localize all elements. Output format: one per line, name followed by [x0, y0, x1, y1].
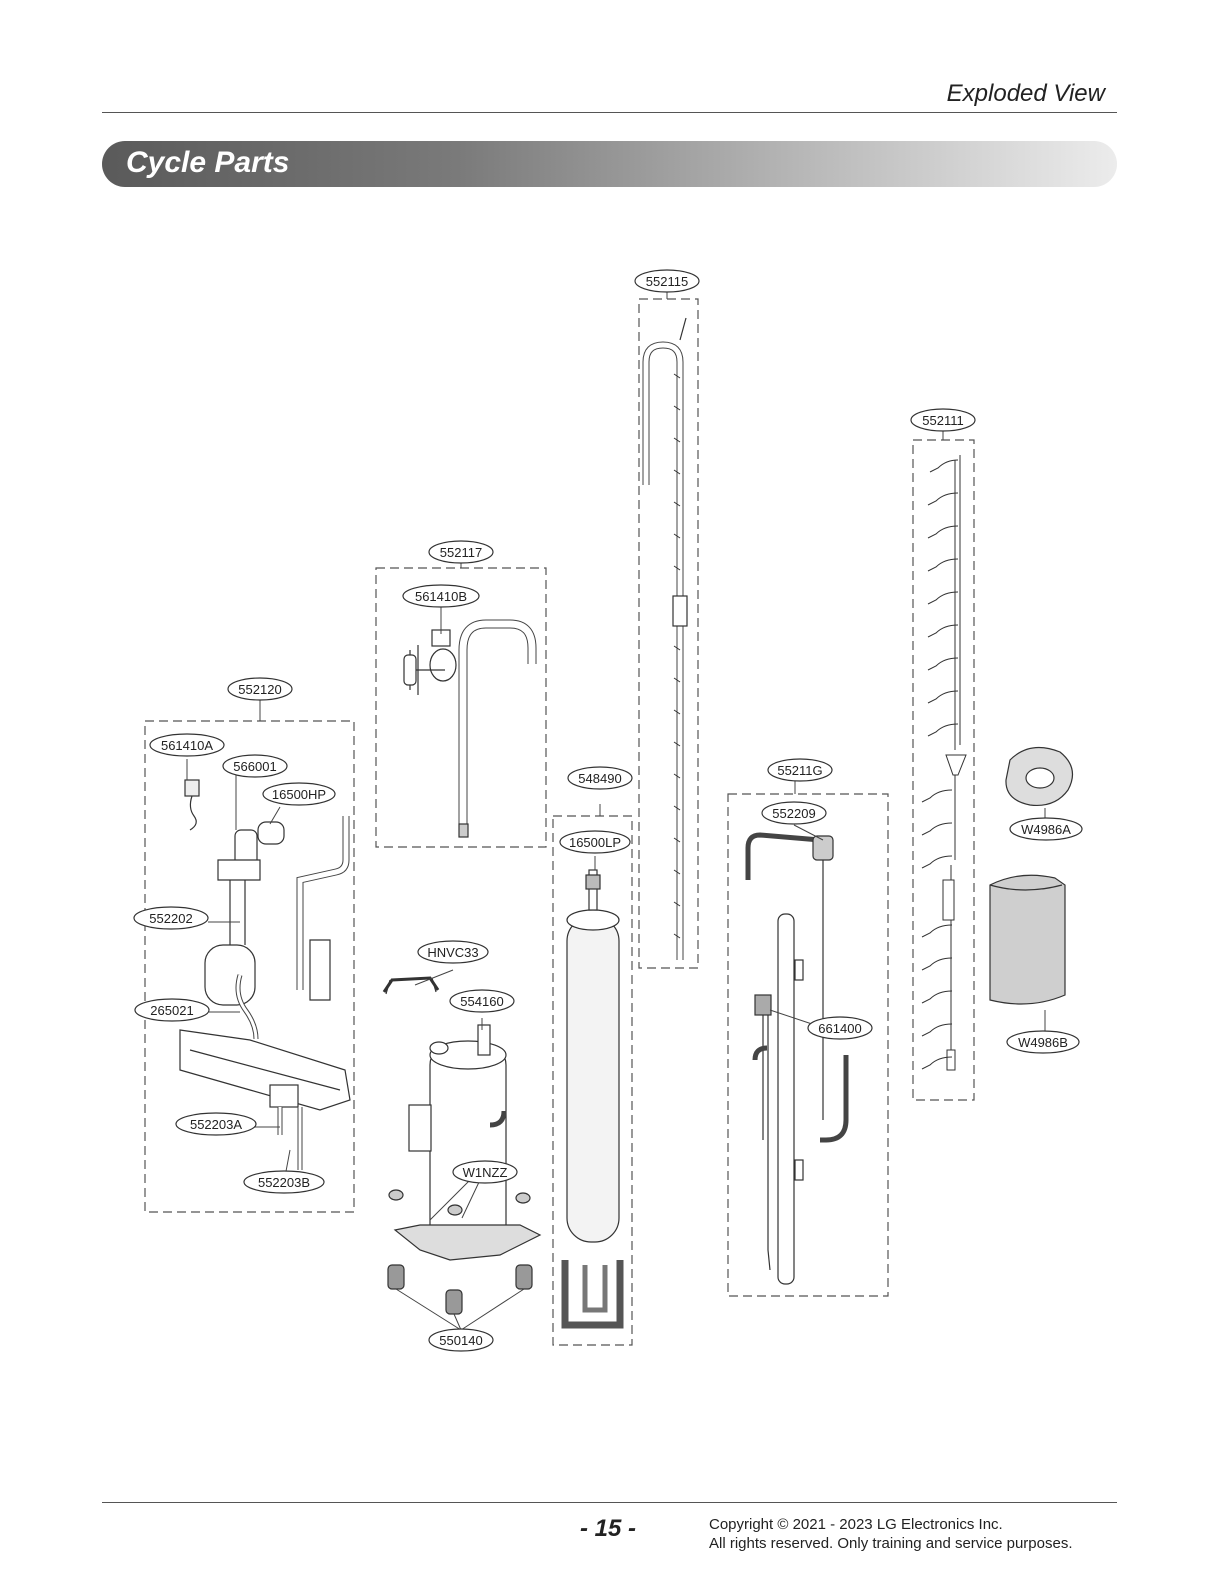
svg-text:561410A: 561410A [161, 738, 213, 753]
svg-text:552111: 552111 [922, 413, 963, 428]
callout-561410A: 561410A [149, 733, 225, 757]
callout-552115: 552115 [634, 269, 700, 293]
svg-text:552120: 552120 [238, 682, 281, 697]
callout-554160: 554160 [449, 989, 515, 1013]
svg-text:552115: 552115 [646, 274, 688, 289]
band-title: Cycle Parts [126, 146, 290, 179]
callout-265021: 265021 [134, 998, 210, 1022]
callout-550140: 550140 [428, 1328, 494, 1352]
svg-text:661400: 661400 [818, 1021, 861, 1036]
assembly-552117-drawing [403, 619, 537, 838]
callout-552117: 552117 [428, 540, 494, 564]
svg-text:566001: 566001 [233, 759, 276, 774]
assembly-55211G-drawing [745, 832, 849, 1285]
header-rule [102, 112, 1117, 113]
section-title: Exploded View [946, 80, 1105, 107]
callout-552202: 552202 [133, 906, 209, 930]
box-548490 [552, 815, 633, 1346]
callout-661400: 661400 [807, 1016, 873, 1040]
svg-text:265021: 265021 [150, 1003, 193, 1018]
compressor-554160-drawing [387, 1024, 542, 1315]
callout-548490: 548490 [567, 766, 633, 790]
tube-552115-drawing [642, 317, 688, 960]
coil-552111-drawing [921, 455, 967, 1071]
svg-text:552203A: 552203A [190, 1117, 242, 1132]
callout-552209: 552209 [761, 801, 827, 825]
page-number: - 15 - [580, 1515, 637, 1542]
callouts: 552115 552111 552117 561410B 552120 5614… [133, 269, 1083, 1352]
svg-text:552202: 552202 [149, 911, 192, 926]
box-552115 [638, 298, 699, 969]
callout-552203A: 552203A [175, 1112, 257, 1136]
callout-561410B: 561410B [402, 584, 480, 608]
svg-text:W4986A: W4986A [1021, 822, 1071, 837]
svg-text:HNVC33: HNVC33 [427, 945, 478, 960]
insulation-W4986A-drawing [1005, 746, 1074, 807]
callout-16500HP: 16500HP [262, 782, 336, 806]
bracket-HNVC33-drawing [382, 976, 440, 995]
callout-W1NZZ: W1NZZ [452, 1160, 518, 1184]
svg-text:548490: 548490 [578, 771, 621, 786]
callout-W4986B: W4986B [1006, 1030, 1080, 1054]
box-55211G [727, 793, 889, 1297]
callout-552111: 552111 [910, 408, 976, 432]
box-552120 [144, 720, 355, 1213]
svg-text:552203B: 552203B [258, 1175, 310, 1190]
footer-rule [102, 1502, 1117, 1503]
svg-text:55211G: 55211G [777, 763, 822, 778]
section-band: Cycle Parts [102, 141, 1117, 187]
insulation-W4986B-drawing [989, 874, 1066, 1005]
svg-text:W4986B: W4986B [1018, 1035, 1068, 1050]
callout-HNVC33: HNVC33 [417, 940, 489, 964]
svg-text:552117: 552117 [440, 545, 482, 560]
copyright: Copyright © 2021 - 2023 LG Electronics I… [709, 1515, 1073, 1553]
callout-W4986A: W4986A [1009, 817, 1083, 841]
leader-lines [186, 292, 1046, 1331]
assembly-552120-drawing [179, 779, 351, 1170]
callout-552120: 552120 [227, 677, 293, 701]
copyright-line-1: Copyright © 2021 - 2023 LG Electronics I… [709, 1516, 1003, 1533]
svg-text:16500LP: 16500LP [569, 835, 621, 850]
copyright-line-2: All rights reserved. Only training and s… [709, 1535, 1073, 1552]
svg-text:550140: 550140 [439, 1333, 482, 1348]
svg-text:561410B: 561410B [415, 589, 467, 604]
callout-566001: 566001 [222, 754, 288, 778]
box-552111 [912, 439, 975, 1101]
callout-55211G: 55211G [767, 758, 833, 782]
accumulator-548490-drawing [561, 869, 624, 1329]
svg-text:554160: 554160 [460, 994, 503, 1009]
svg-text:W1NZZ: W1NZZ [463, 1165, 508, 1180]
svg-text:16500HP: 16500HP [272, 787, 326, 802]
callout-552203B: 552203B [243, 1170, 325, 1194]
callout-16500LP: 16500LP [559, 830, 631, 854]
svg-text:552209: 552209 [772, 806, 815, 821]
